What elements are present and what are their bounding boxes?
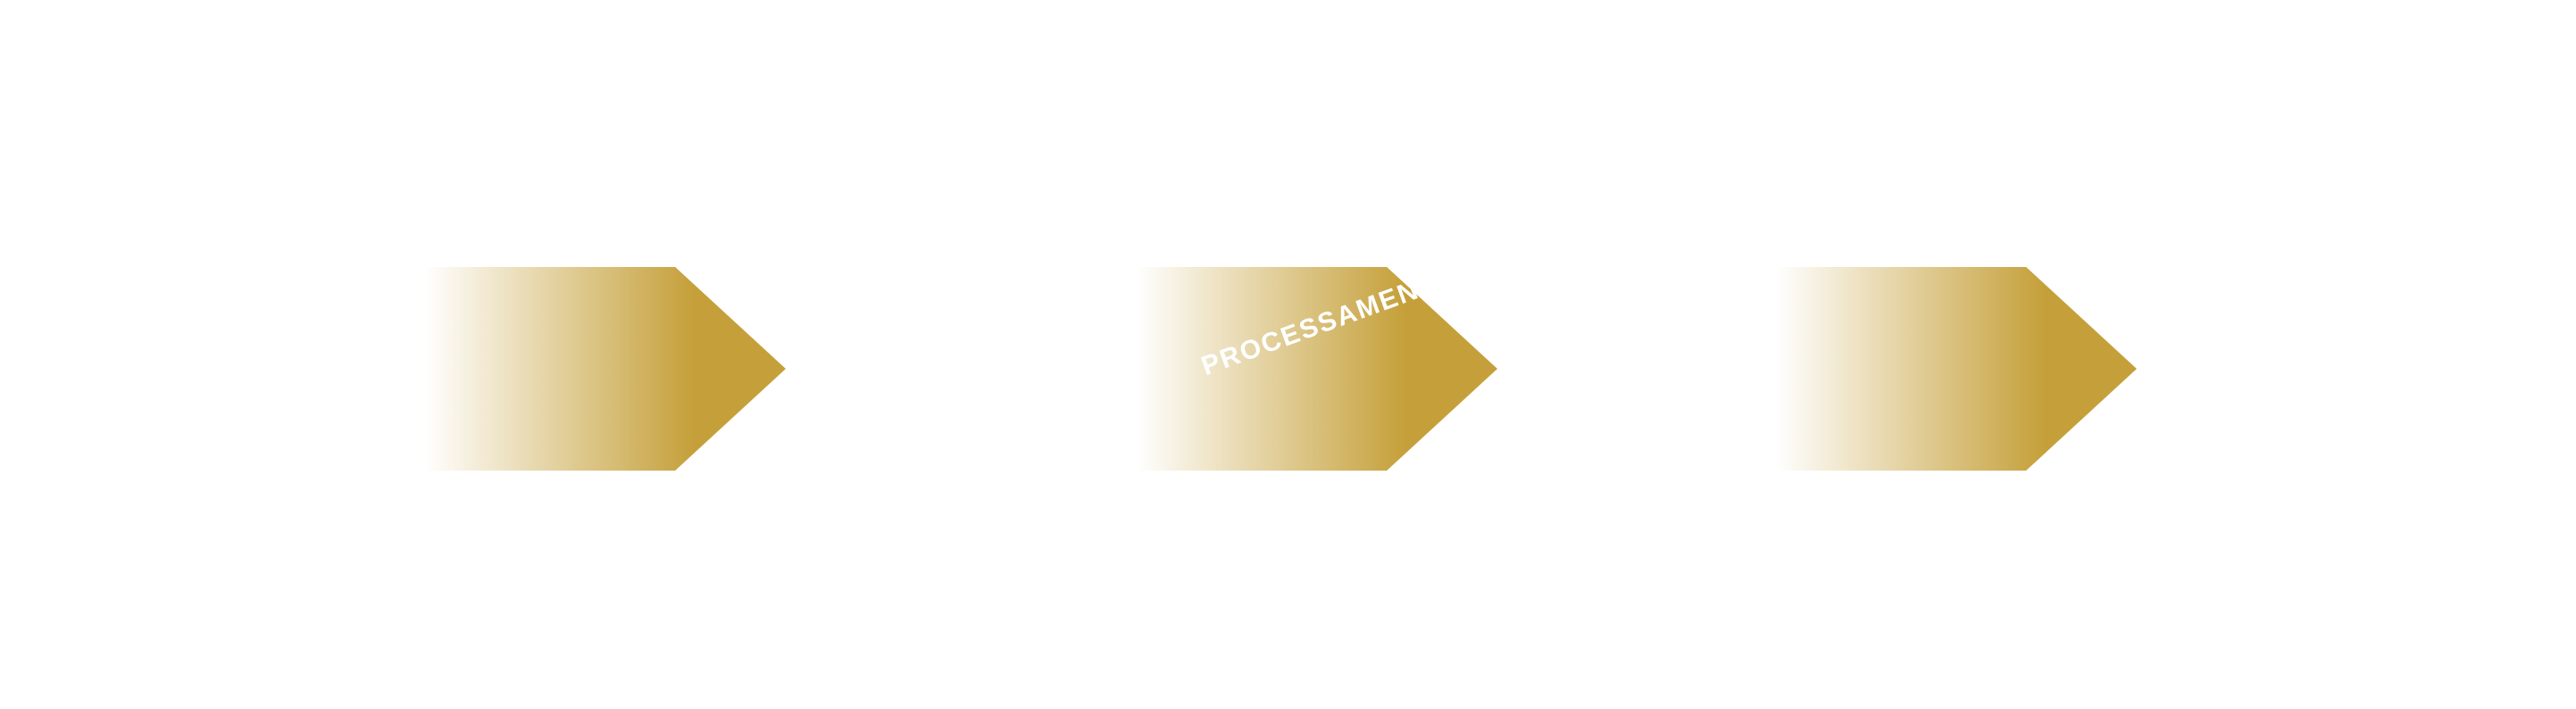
process-arrow-2-label: PROCESSAMENTO bbox=[1197, 267, 1462, 382]
process-arrow-3 bbox=[1753, 267, 2137, 471]
process-arrow-2: PROCESSAMENTO bbox=[1113, 267, 1497, 471]
process-arrow-1 bbox=[402, 267, 786, 471]
